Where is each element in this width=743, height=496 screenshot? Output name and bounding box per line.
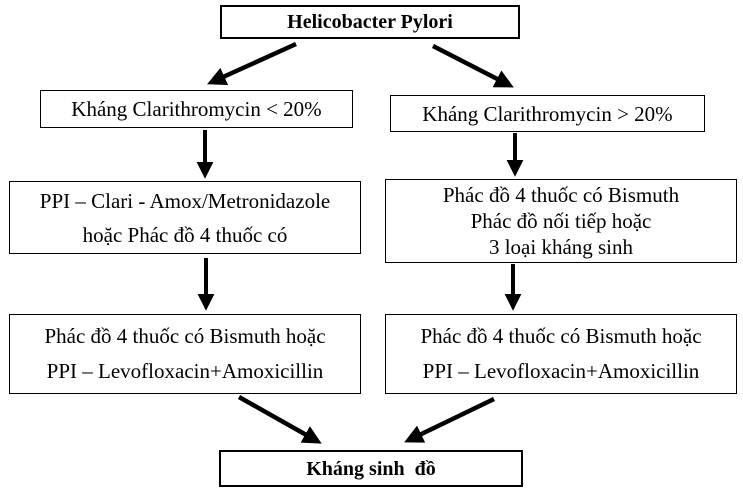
- node-secondline-right-regimen: Phác đồ 4 thuốc có Bismuth hoặc PPI – Le…: [385, 314, 737, 394]
- node-clarithromycin-resistance-high: Kháng Clarithromycin > 20%: [390, 95, 705, 132]
- node-text-line: hoặc Phác đồ 4 thuốc có: [82, 222, 288, 247]
- node-text-line: Kháng Clarithromycin < 20%: [71, 97, 322, 121]
- node-text-line: 3 loại kháng sinh: [488, 235, 634, 259]
- node-text-line: PPI – Levofloxacin+Amoxicillin: [46, 359, 324, 383]
- node-text-line: Phác đồ 4 thuốc có Bismuth: [442, 183, 680, 207]
- node-text-line: Kháng sinh đồ: [306, 457, 436, 480]
- node-text-line: Kháng Clarithromycin > 20%: [422, 101, 673, 126]
- node-text-line: Phác đồ 4 thuốc có Bismuth hoặc: [420, 324, 702, 348]
- arrow-root-to-cond-high: [431, 43, 514, 88]
- node-text-line: Phác đồ nối tiếp hoặc: [470, 209, 652, 233]
- node-text-line: Helicobacter Pylori: [287, 11, 453, 33]
- node-text-line: Phác đồ 4 thuốc có Bismuth hoặc: [44, 324, 326, 348]
- arrow-tx2-right-to-final: [404, 396, 495, 443]
- node-firstline-left-regimen: PPI – Clari - Amox/Metronidazole hoặc Ph…: [9, 181, 361, 254]
- node-text-line: PPI – Levofloxacin+Amoxicillin: [422, 359, 700, 383]
- node-antibiogram: Kháng sinh đồ: [219, 450, 523, 487]
- node-secondline-left-regimen: Phác đồ 4 thuốc có Bismuth hoặc PPI – Le…: [9, 314, 361, 394]
- node-text-line: PPI – Clari - Amox/Metronidazole: [39, 188, 331, 213]
- node-clarithromycin-resistance-low: Kháng Clarithromycin < 20%: [40, 90, 353, 128]
- arrow-root-to-cond-low: [207, 41, 297, 86]
- arrow-tx2-left-to-final: [237, 395, 322, 444]
- node-helicobacter-pylori: Helicobacter Pylori: [220, 5, 520, 39]
- node-firstline-right-regimen: Phác đồ 4 thuốc có Bismuth Phác đồ nối t…: [385, 179, 737, 263]
